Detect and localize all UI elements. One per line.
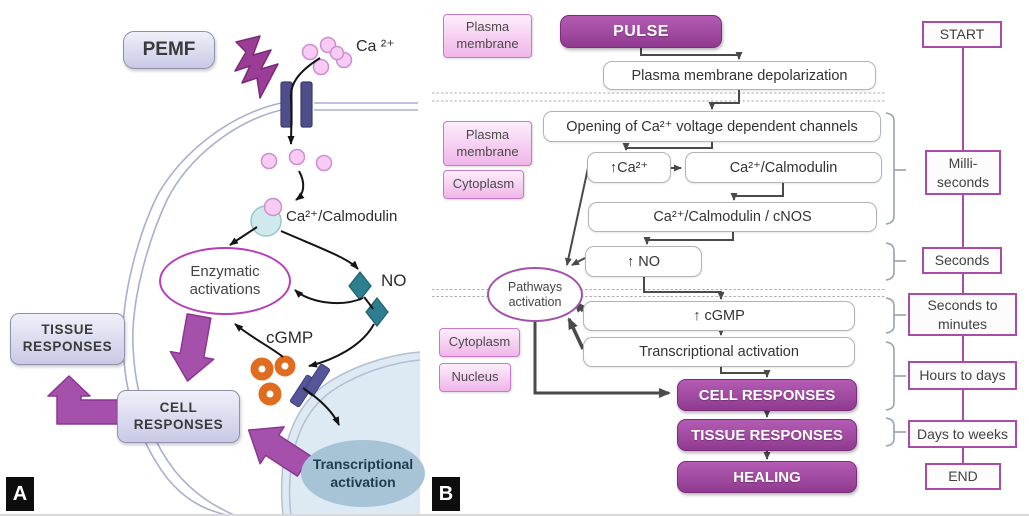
depolarization-box: Plasma membrane depolarization <box>603 61 876 90</box>
region-label-cytoplasm-1: Cytoplasm <box>443 170 524 199</box>
fat-purple-arrows <box>47 313 312 477</box>
transcriptional-activation-ellipse: Transcriptional activation <box>301 440 425 507</box>
cgmp-label: cGMP <box>266 328 314 347</box>
region-label-plasma-membrane-2: Plasma membrane <box>443 121 532 166</box>
membrane-divider-1 <box>432 92 886 102</box>
timeline-days-to-weeks: Days to weeks <box>908 420 1017 448</box>
no-increase-box: ↑ NO <box>585 246 702 277</box>
calcium-ions-label: Ca ²⁺ <box>356 38 395 55</box>
lightning-bolt-icon <box>234 35 279 99</box>
pathways-activation-ellipse: Pathways activation <box>487 267 583 322</box>
cgmp-ring-icons <box>250 355 296 406</box>
ca-calmodulin-box: Ca²⁺/Calmodulin <box>685 152 882 183</box>
region-label-cytoplasm-2: Cytoplasm <box>439 328 520 357</box>
tissue-responses-box-a: TISSUE RESPONSES <box>10 313 125 365</box>
cell-responses-box-a: CELL RESPONSES <box>117 390 240 443</box>
healing-box: HEALING <box>677 461 857 493</box>
calcium-ions-outside <box>301 36 353 76</box>
transcriptional-activation-box: Transcriptional activation <box>583 337 855 367</box>
enzymatic-activations-ellipse: Enzymatic activations <box>159 247 291 315</box>
pulse-box: PULSE <box>560 15 722 48</box>
no-diamond-link <box>363 296 374 310</box>
no-label: NO <box>381 271 407 290</box>
no-diamond-icons <box>348 271 389 327</box>
calcium-ions-inside <box>260 148 333 172</box>
timeline-seconds-to-minutes: Seconds to minutes <box>908 293 1017 336</box>
panel-b-corner-label: B <box>432 477 460 511</box>
opening-channels-box: Opening of Ca²⁺ voltage dependent channe… <box>543 111 881 142</box>
pemf-box: PEMF <box>123 31 215 69</box>
timeline-seconds: Seconds <box>922 247 1002 274</box>
timeline-start: START <box>922 21 1002 48</box>
nuclear-membrane-channel <box>289 363 331 408</box>
timeline-brackets <box>885 112 906 447</box>
cgmp-increase-box: ↑ cGMP <box>583 301 855 331</box>
membrane-channel <box>280 81 313 128</box>
pathways-to-cell-connector <box>533 322 671 398</box>
timeline-hours-to-days: Hours to days <box>908 361 1017 390</box>
flowchart-connectors <box>565 48 784 460</box>
region-label-nucleus: Nucleus <box>439 363 511 392</box>
tissue-responses-box-b: TISSUE RESPONSES <box>677 419 857 451</box>
membrane-divider-2 <box>432 289 886 297</box>
panel-a-signal-arrows <box>229 57 375 426</box>
ca-increase-box: ↑Ca²⁺ <box>587 152 671 183</box>
panel-a-corner-label: A <box>6 477 34 511</box>
region-label-plasma-membrane-1: Plasma membrane <box>443 14 532 58</box>
ca-calmodulin-cnos-box: Ca²⁺/Calmodulin / cNOS <box>588 202 877 232</box>
calmodulin-complex <box>250 197 283 237</box>
pemf-label: PEMF <box>142 39 196 61</box>
cell-responses-box-b: CELL RESPONSES <box>677 379 857 411</box>
timeline-end: END <box>925 463 1001 490</box>
timeline-milliseconds: Milli-seconds <box>925 150 1001 195</box>
calmodulin-label: Ca²⁺/Calmodulin <box>286 208 398 225</box>
